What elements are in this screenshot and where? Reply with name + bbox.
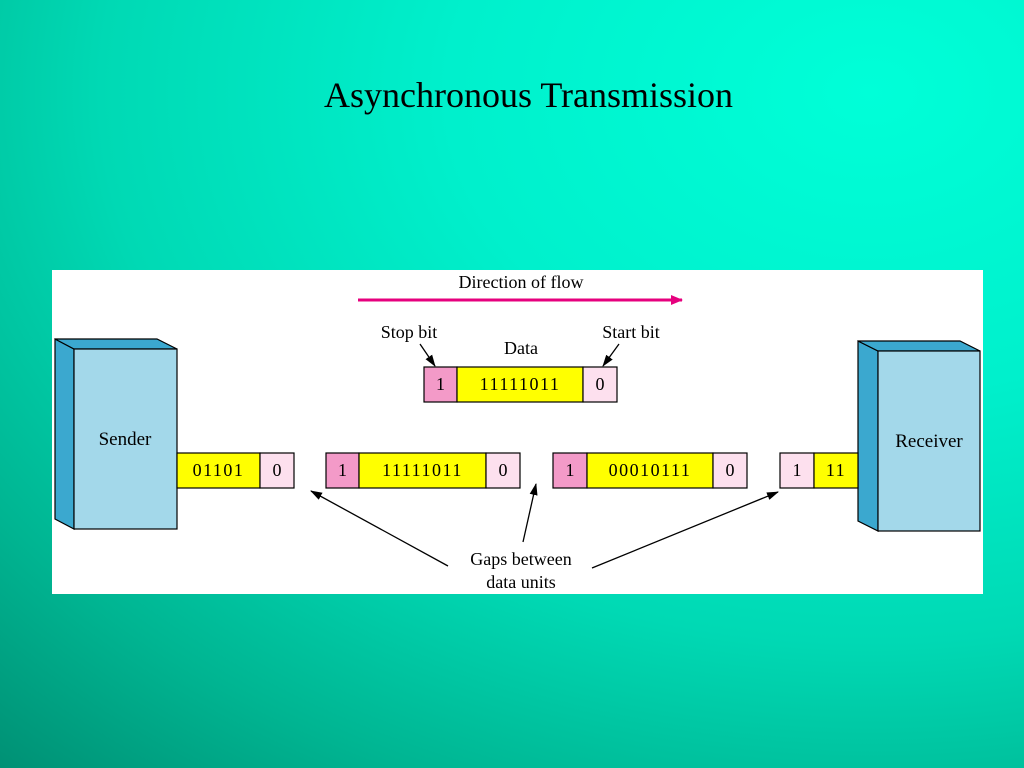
frame3-stop-text: 1 bbox=[566, 460, 575, 480]
frame4-data-cell bbox=[813, 452, 859, 489]
frame1-data-text: 01101 bbox=[193, 460, 245, 480]
frame1-start-text: 0 bbox=[273, 460, 282, 480]
receiver-side bbox=[857, 340, 879, 532]
frame3-data-text: 00010111 bbox=[609, 460, 692, 480]
frame3-start-text: 0 bbox=[726, 460, 735, 480]
slide-title: Asynchronous Transmission bbox=[324, 75, 734, 115]
receiver-label: Receiver bbox=[895, 431, 963, 452]
detail-start-text: 0 bbox=[596, 374, 605, 394]
start-bit-label: Start bit bbox=[602, 322, 660, 342]
data-label: Data bbox=[504, 338, 538, 358]
frame3-stop-cell bbox=[552, 452, 588, 489]
detail-data-text: 11111011 bbox=[480, 374, 561, 394]
stream-frame-2: 1 11111011 0 bbox=[325, 452, 521, 489]
gaps-label-line1: Gaps between bbox=[470, 549, 571, 569]
stop-bit-label: Stop bit bbox=[381, 322, 438, 342]
frame4-stop-text: 1 bbox=[793, 460, 802, 480]
detail-frame: 1 11111011 0 bbox=[423, 366, 618, 403]
sender-top bbox=[54, 338, 178, 350]
receiver-device: Receiver bbox=[857, 340, 981, 532]
frame2-data-cell bbox=[358, 452, 487, 489]
frame2-start-cell bbox=[485, 452, 521, 489]
sender-label: Sender bbox=[99, 429, 152, 450]
receiver-top bbox=[857, 340, 981, 352]
stop-bit-pointer bbox=[419, 343, 436, 367]
stream-frame-1: 01101 0 bbox=[176, 452, 295, 489]
frame2-data-text: 11111011 bbox=[382, 460, 463, 480]
sender-front bbox=[73, 348, 178, 530]
detail-start-cell bbox=[582, 366, 618, 403]
gap-pointer-middle bbox=[522, 483, 538, 543]
frame4-data-text: 11 bbox=[826, 460, 846, 480]
detail-stop-cell bbox=[423, 366, 458, 403]
gap-pointer-left bbox=[310, 490, 449, 567]
stream-frame-4: 1 11 bbox=[779, 452, 859, 489]
stream-frame-3: 1 00010111 0 bbox=[552, 452, 748, 489]
frame4-stop-cell bbox=[779, 452, 815, 489]
sender-side bbox=[54, 338, 75, 530]
direction-label: Direction of flow bbox=[459, 272, 584, 292]
frame1-start-cell bbox=[259, 452, 295, 489]
frame2-start-text: 0 bbox=[499, 460, 508, 480]
frame3-start-cell bbox=[712, 452, 748, 489]
gap-pointer-right bbox=[591, 491, 779, 569]
figure-panel: Direction of flow Sender Receiver Stop b… bbox=[52, 270, 983, 594]
frame2-stop-text: 1 bbox=[338, 460, 347, 480]
gaps-label-line2: data units bbox=[486, 572, 556, 592]
receiver-front bbox=[877, 350, 981, 532]
detail-stop-text: 1 bbox=[436, 374, 445, 394]
sender-device: Sender bbox=[54, 338, 178, 530]
async-transmission-diagram: Direction of flow Sender Receiver Stop b… bbox=[54, 272, 981, 592]
start-bit-pointer bbox=[602, 343, 620, 367]
